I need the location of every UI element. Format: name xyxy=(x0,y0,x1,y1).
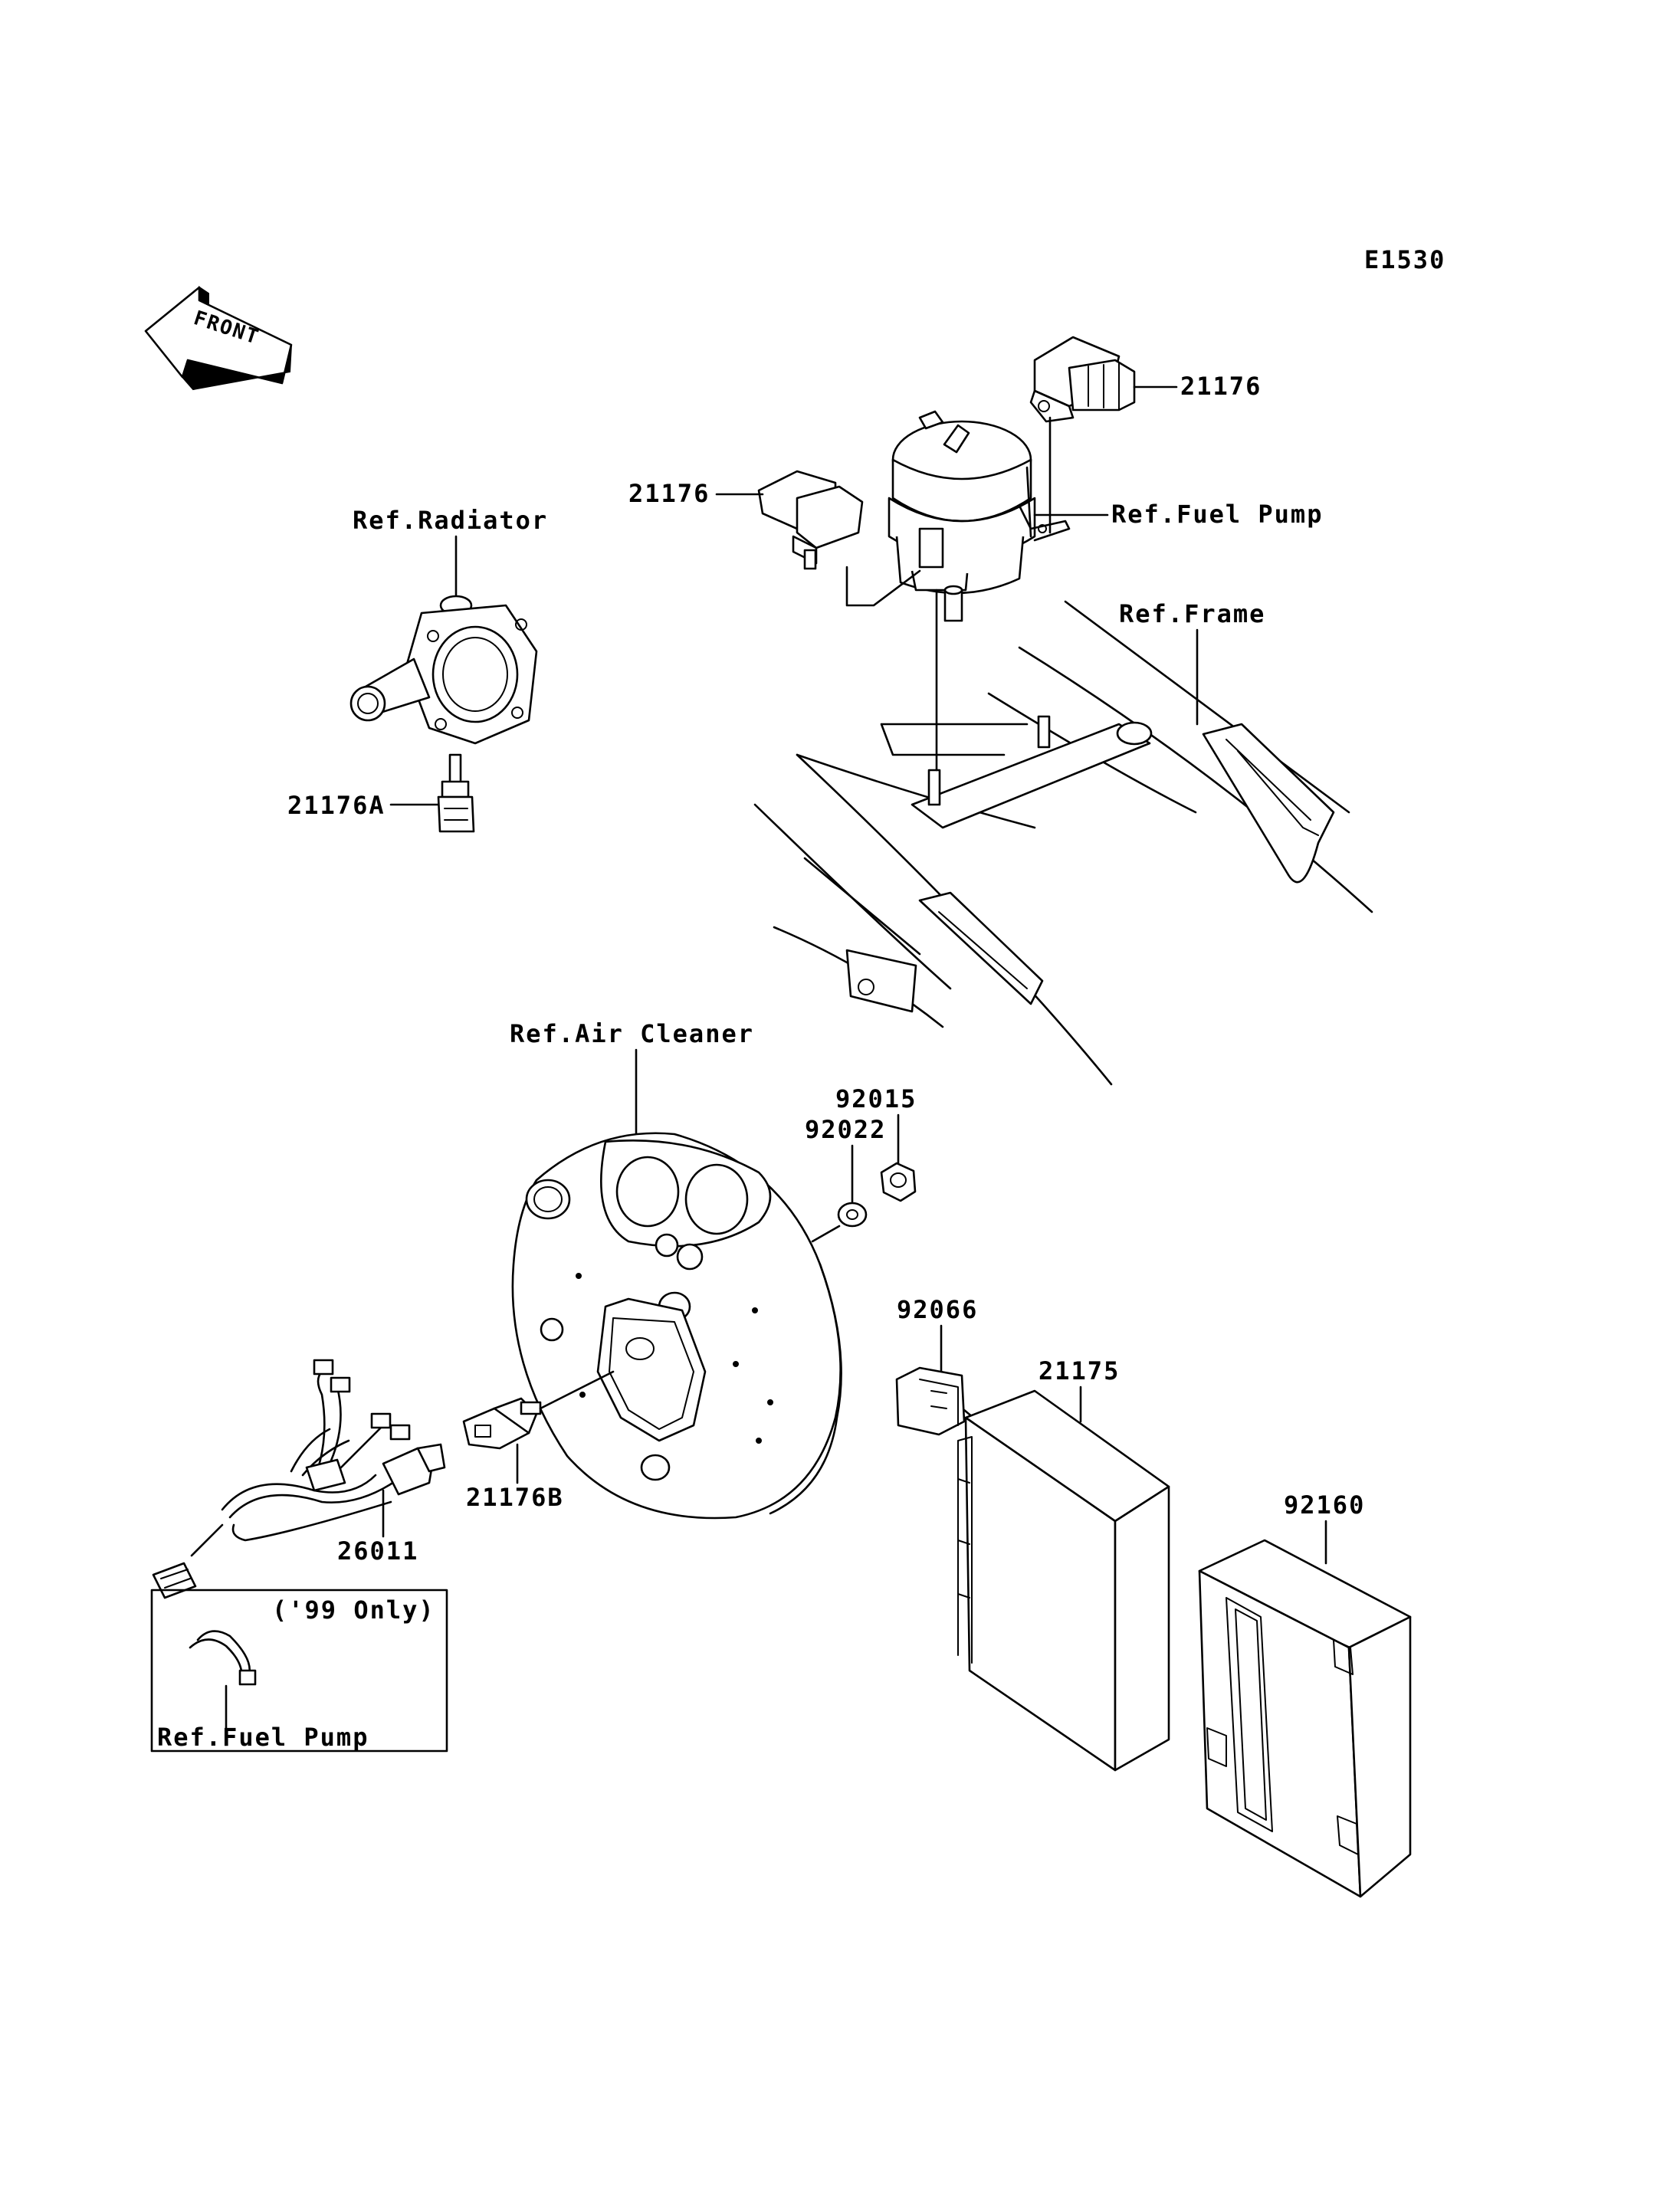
inset-ref-fuel-pump: Ref.Fuel Pump xyxy=(157,1723,369,1752)
sensor-21176-left xyxy=(715,470,921,607)
cable-strap-icon xyxy=(189,1630,257,1686)
label-21176A: 21176A xyxy=(287,791,386,820)
inset-note: ('99 Only) xyxy=(272,1595,435,1625)
sensor-21176A xyxy=(389,753,475,833)
sensor-21176B xyxy=(462,1370,615,1484)
label-ref-frame: Ref.Frame xyxy=(1119,599,1265,628)
air-cleaner-plate xyxy=(511,1132,842,1520)
label-92066: 92066 xyxy=(897,1295,978,1324)
label-21175: 21175 xyxy=(1039,1356,1120,1385)
label-21176B: 21176B xyxy=(466,1483,564,1512)
label-ref-radiator: Ref.Radiator xyxy=(353,506,548,535)
fuel-pump-assembly xyxy=(888,410,1071,622)
label-92160: 92160 xyxy=(1284,1490,1365,1520)
label-ref-air-cleaner: Ref.Air Cleaner xyxy=(510,1019,754,1048)
nut-92015 xyxy=(880,1162,917,1202)
inset-box xyxy=(150,1589,448,1753)
label-ref-fuel-pump-top: Ref.Fuel Pump xyxy=(1111,500,1323,529)
label-21176-right: 21176 xyxy=(1180,372,1262,401)
radiator-housing xyxy=(349,595,538,745)
sensor-21176-right xyxy=(1029,336,1178,534)
ecu-21175 xyxy=(957,1389,1170,1772)
connector-92066 xyxy=(895,1366,975,1436)
front-arrow-icon: FRONT xyxy=(144,286,293,391)
label-26011: 26011 xyxy=(337,1536,418,1566)
washer-92022 xyxy=(837,1202,868,1228)
frame-drawing xyxy=(753,589,1373,1086)
label-21176-left: 21176 xyxy=(628,479,710,508)
label-92015: 92015 xyxy=(835,1084,917,1113)
diagram-code: E1530 xyxy=(1364,245,1445,274)
label-92022: 92022 xyxy=(805,1115,886,1144)
cover-92160 xyxy=(1198,1539,1412,1898)
